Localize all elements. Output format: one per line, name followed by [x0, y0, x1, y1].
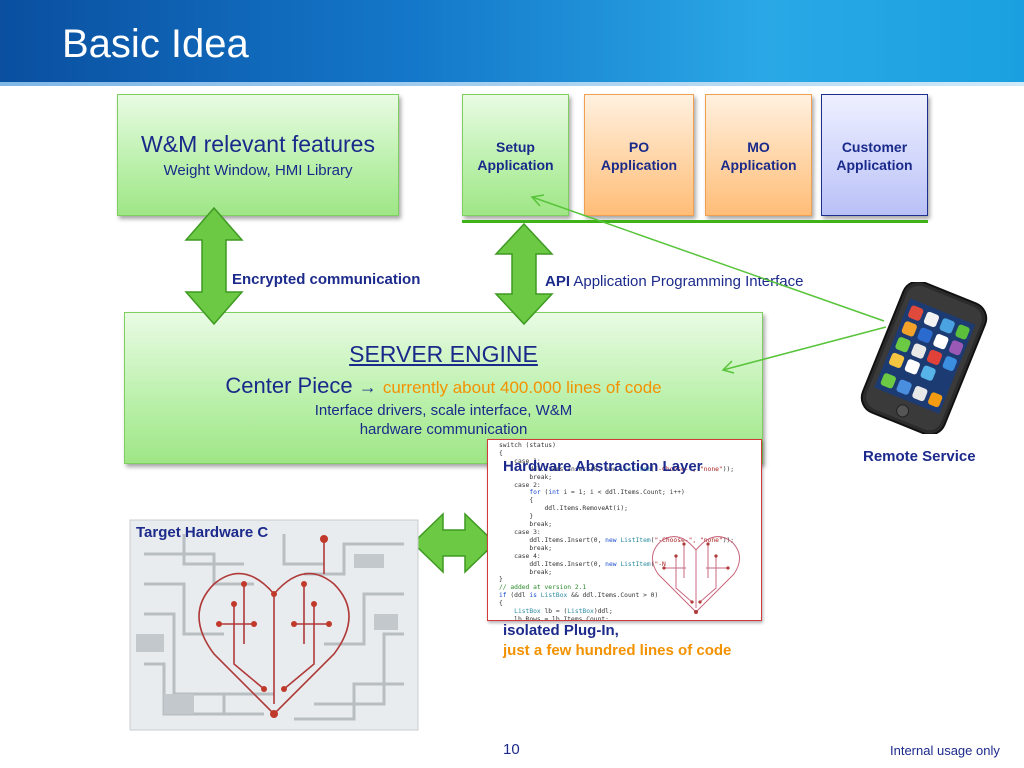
- wm-features-subtitle: Weight Window, HMI Library: [163, 162, 353, 179]
- title-bar: [0, 0, 1024, 86]
- slide-title: Basic Idea: [62, 22, 249, 66]
- server-engine-title: SERVER ENGINE: [349, 341, 538, 367]
- right-arrow-icon: →: [358, 377, 377, 397]
- customer-app-line2: Application: [836, 157, 913, 173]
- heart-circuit-icon: [652, 536, 740, 614]
- center-piece-label: Center Piece: [225, 373, 353, 398]
- footer-note: Internal usage only: [890, 743, 1000, 758]
- code-snippet: switch (status) { case 1: ddl.Items.Inse…: [499, 442, 735, 621]
- po-app-line2: Application: [600, 157, 678, 173]
- mo-app-line1: MO: [747, 139, 770, 155]
- server-desc-line1: Interface drivers, scale interface, W&M: [314, 402, 573, 419]
- code-snippet-panel: switch (status) { case 1: ddl.Items.Inse…: [487, 439, 762, 621]
- double-arrow-icon: [184, 206, 244, 326]
- remote-service-label: Remote Service: [863, 448, 976, 465]
- page-number: 10: [503, 741, 520, 758]
- encrypted-communication-label: Encrypted communication: [232, 271, 421, 288]
- hal-label: Hardware Abstraction Layer: [503, 458, 703, 475]
- customer-app-line1: Customer: [841, 139, 908, 155]
- setup-app-line1: Setup: [496, 139, 535, 155]
- remote-connector-lines: [530, 194, 887, 374]
- double-arrow-icon: [494, 222, 554, 326]
- mo-app-line2: Application: [720, 157, 797, 173]
- api-abbrev: API: [545, 273, 571, 290]
- setup-app-line2: Application: [477, 157, 554, 173]
- server-desc-line2: hardware communication: [359, 421, 528, 438]
- wm-features-box: W&M relevant features Weight Window, HMI…: [117, 94, 399, 216]
- po-application-box: PO Application: [584, 94, 694, 216]
- plugin-line1: isolated Plug-In,: [503, 622, 619, 639]
- target-hardware-label: Target Hardware C: [136, 524, 269, 541]
- lines-of-code-note: currently about 400.000 lines of code: [382, 378, 662, 397]
- api-label: API Application Programming Interface: [545, 273, 803, 290]
- api-description: Application Programming Interface: [573, 273, 804, 290]
- plugin-line2: just a few hundred lines of code: [503, 642, 732, 659]
- wm-features-title: W&M relevant features: [141, 131, 375, 157]
- mo-application-box: MO Application: [705, 94, 812, 216]
- smartphone-icon: [860, 282, 988, 434]
- po-app-line1: PO: [628, 139, 650, 155]
- apps-baseline: [462, 220, 928, 223]
- server-engine-box: SERVER ENGINE Center Piece → currently a…: [124, 312, 763, 464]
- center-piece-line: Center Piece → currently about 400.000 l…: [125, 373, 762, 399]
- circuit-board-icon: [129, 519, 419, 731]
